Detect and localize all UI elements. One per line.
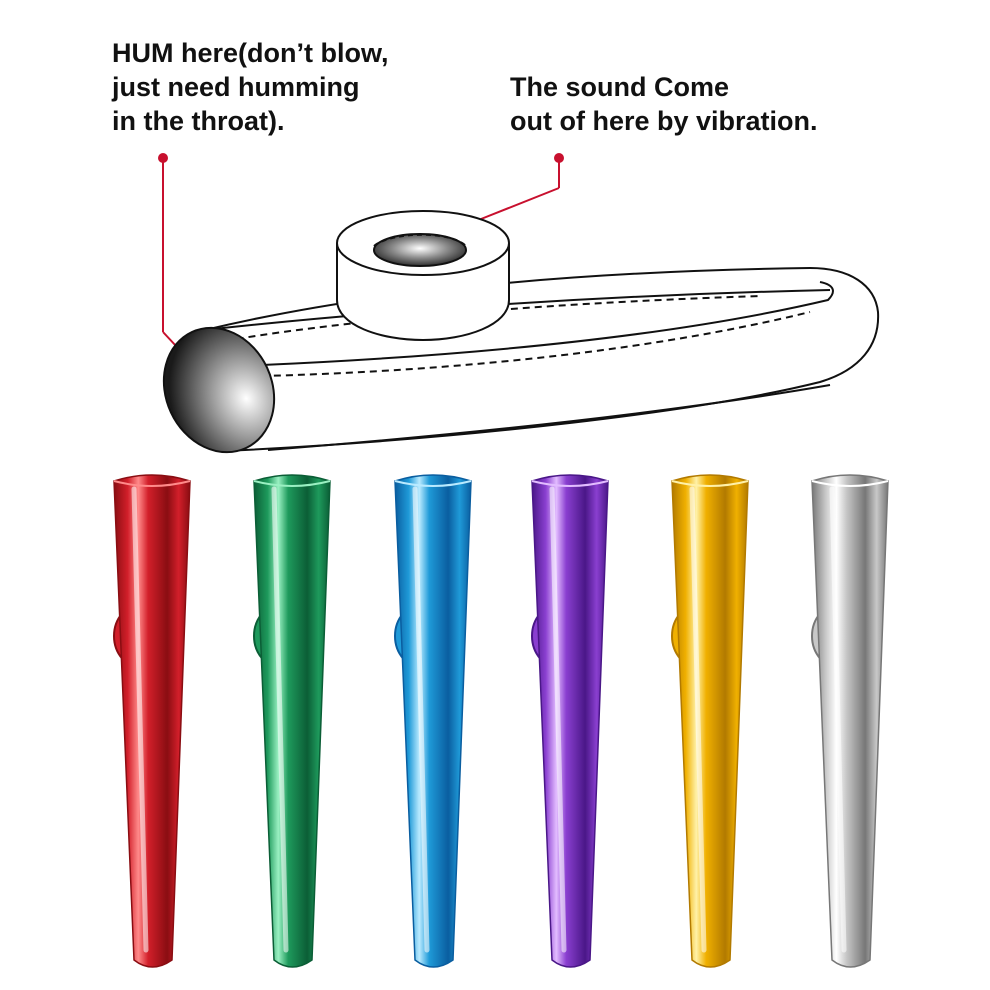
kazoo-product-row [113, 474, 889, 968]
kazoo-silver-rim [811, 480, 889, 487]
kazoo-silver-body [811, 474, 889, 968]
kazoo-purple-rim [531, 480, 609, 487]
hum-annotation: HUM here(don’t blow, just need humming i… [112, 36, 388, 138]
kazoo-gold [671, 474, 749, 968]
sound-annotation-line-2: out of here by vibration. [510, 106, 818, 136]
kazoo-mouth-end [162, 326, 276, 454]
kazoo-turret-hole-dash [373, 233, 467, 247]
sound-annotation-line-1: The sound Come [510, 72, 730, 102]
kazoo-gold-rim [671, 480, 749, 487]
kazoo-red-rim [113, 480, 191, 487]
kazoo-side-line [261, 281, 834, 366]
kazoo-turret-hole [373, 233, 467, 267]
kazoo-green-rim [253, 480, 331, 487]
sound-leader [480, 153, 564, 220]
kazoo-body-outline [189, 266, 880, 452]
kazoo-green [253, 474, 331, 968]
kazoo-silver [811, 474, 889, 968]
kazoo-blue-body [394, 474, 472, 968]
kazoo-bottom-inner [267, 384, 831, 451]
kazoo-dashed-bottom [261, 311, 811, 377]
hum-annotation-line-3: in the throat). [112, 106, 285, 136]
kazoo-purple-body [531, 474, 609, 968]
kazoo-gold-body [671, 474, 749, 968]
kazoo-outline [162, 210, 880, 454]
hum-annotation-line-1: HUM here(don’t blow, [112, 38, 389, 68]
kazoo-silver-highlight [829, 486, 847, 953]
sound-annotation: The sound Come out of here by vibration. [510, 70, 818, 138]
hum-annotation-line-2: just need humming [112, 72, 360, 102]
kazoo-gold-highlight [689, 486, 707, 953]
kazoo-purple-highlight [549, 486, 567, 953]
kazoo-red-highlight [131, 486, 149, 953]
kazoo-purple [531, 474, 609, 968]
kazoo-green-highlight [271, 486, 289, 953]
kazoo-blue-highlight [412, 486, 430, 953]
kazoo-blue-rim [394, 480, 472, 487]
kazoo-red-body [113, 474, 191, 968]
kazoo-blue [394, 474, 472, 968]
kazoo-red [113, 474, 191, 968]
kazoo-green-body [253, 474, 331, 968]
